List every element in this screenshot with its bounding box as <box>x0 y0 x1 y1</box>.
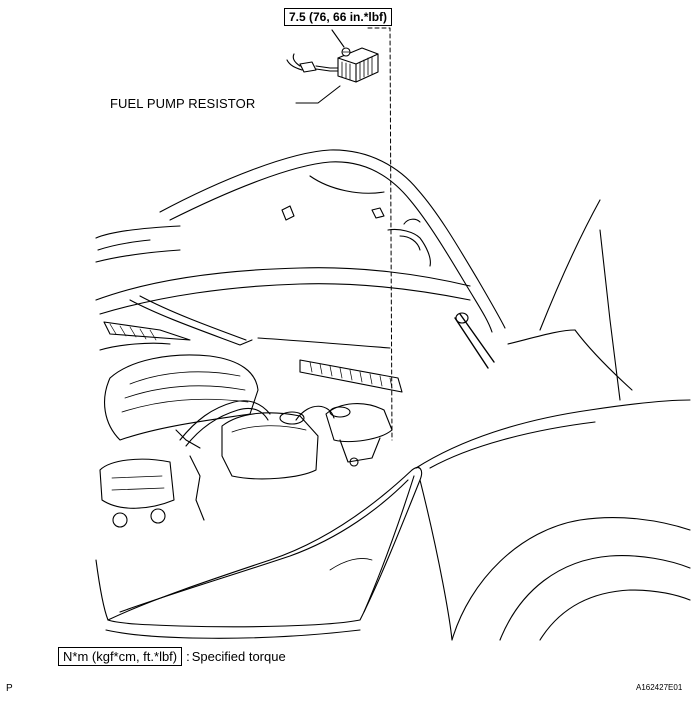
cowl-wiper-area <box>96 226 470 392</box>
legend-unit-box: N*m (kgf*cm, ft.*lbf) <box>58 647 183 666</box>
fuel-pump-resistor-label: FUEL PUMP RESISTOR <box>110 96 256 111</box>
dashed-guide-line <box>368 28 392 440</box>
engine-components <box>100 343 392 527</box>
fuel-pump-resistor-drawing <box>287 30 378 103</box>
fender-and-headlight <box>96 200 690 640</box>
legend-separator: : <box>186 649 190 664</box>
torque-legend: N*m (kgf*cm, ft.*lbf) : Specified torque <box>58 647 286 666</box>
legend-description: Specified torque <box>191 649 286 664</box>
windshield-and-pillar <box>508 200 632 400</box>
torque-spec-label: 7.5 (76, 66 in.*lbf) <box>284 8 393 26</box>
hood-outline <box>160 150 505 368</box>
figure-id: A162427E01 <box>636 683 683 692</box>
corner-letter: P <box>6 683 13 694</box>
